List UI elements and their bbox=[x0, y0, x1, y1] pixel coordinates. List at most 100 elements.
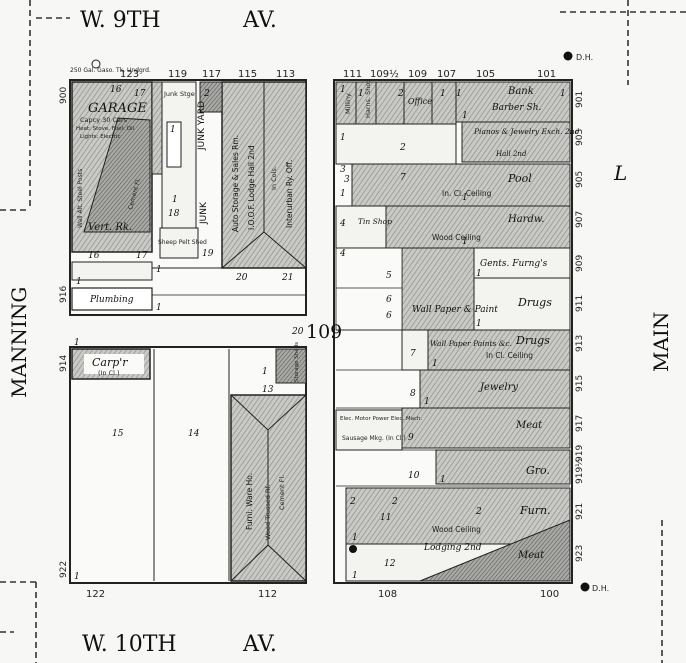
storage-sheds-label: Storage Sheds bbox=[294, 342, 300, 382]
side-number: 919 bbox=[575, 445, 585, 462]
lodging-label: Lodging 2nd bbox=[423, 543, 482, 553]
in-cl-ceiling-label: In. Cl. Ceiling bbox=[442, 189, 492, 198]
lot-number: 13 bbox=[262, 385, 274, 395]
barber-label: Barber Sh. bbox=[491, 103, 541, 113]
north-arrow-mark: L bbox=[613, 161, 627, 185]
lot-number: 16 bbox=[110, 85, 122, 95]
vert-rk-label: Vert. Rk. bbox=[88, 222, 132, 233]
wood-ceiling-label: Wood Ceiling bbox=[432, 233, 481, 242]
pool-label: Pool bbox=[507, 172, 532, 185]
wall-paper-2-label: Wall Paper Paints &c. bbox=[430, 339, 512, 348]
house-number: 113 bbox=[276, 69, 295, 80]
hydrant-label-top: D.H. bbox=[576, 53, 593, 62]
lot-number: 2 bbox=[399, 143, 406, 153]
side-number: 900 bbox=[59, 87, 69, 104]
junk-stge-label: Junk Stge bbox=[163, 90, 195, 98]
lot-number: 19 bbox=[202, 249, 214, 259]
lot-number: 1 bbox=[172, 195, 178, 205]
lot-number: 1 bbox=[170, 125, 176, 135]
garage-lights: Lights: Electric bbox=[80, 134, 121, 140]
lot-number: 1 bbox=[456, 89, 462, 99]
bank-label: Bank bbox=[507, 86, 534, 97]
side-number: 905 bbox=[575, 171, 585, 188]
house-number: 112 bbox=[258, 589, 277, 600]
west-block-south bbox=[69, 346, 307, 584]
in-cl-ceiling-2-label: In Cl. Ceiling bbox=[486, 351, 533, 360]
lot-number: 5 bbox=[386, 271, 392, 281]
lot-number: 1 bbox=[74, 572, 80, 582]
lot-number: 12 bbox=[384, 559, 396, 569]
house-number: 101 bbox=[537, 69, 556, 80]
lot-number: 2 bbox=[475, 507, 482, 517]
side-number: 919½ bbox=[575, 458, 585, 484]
interurban-label: Interurban Ry. Off. bbox=[285, 160, 294, 228]
house-number: 107 bbox=[437, 69, 456, 80]
house-number: 105 bbox=[476, 69, 495, 80]
lot-number: 1 bbox=[424, 397, 430, 407]
lot-number: 7 bbox=[400, 173, 406, 183]
street-bottom: W. 10TH bbox=[82, 632, 177, 657]
cement-fl-label: Cement Fl. bbox=[278, 475, 286, 510]
west-block-north bbox=[69, 79, 307, 316]
auto-storage-label: Auto Storage & Sales Rm. bbox=[231, 135, 240, 232]
garage-wall: Wall Alt. Steel Posts bbox=[77, 169, 84, 228]
lot-number: 1 bbox=[340, 85, 346, 95]
lot-number: 1 bbox=[156, 265, 162, 275]
lot-number: 11 bbox=[380, 513, 391, 523]
house-number: 109½ bbox=[370, 68, 399, 80]
lot-number: 2 bbox=[391, 497, 398, 507]
meat-2-label: Meat bbox=[517, 550, 545, 561]
side-number: 921 bbox=[575, 503, 585, 520]
house-number: 119 bbox=[168, 69, 187, 80]
side-number: 903 bbox=[575, 129, 585, 146]
junk-yard-label: JUNK YARD bbox=[197, 101, 207, 151]
gas-tank-note: 250 Gal. Gaso. Tk. Undgrd. bbox=[70, 67, 151, 74]
lot-number: 17 bbox=[136, 251, 148, 261]
lot-number: 15 bbox=[112, 429, 124, 439]
side-number: 911 bbox=[575, 295, 585, 312]
house-number: 100 bbox=[540, 589, 559, 600]
pianos-label: Pianos & Jewelry Exch. 2nd bbox=[473, 127, 580, 136]
garage-capacity: Capcy 30 Cars bbox=[80, 116, 128, 124]
in-cols-label: In Cols. bbox=[270, 166, 278, 190]
street-bottom-av: AV. bbox=[242, 632, 277, 657]
lot-number: 18 bbox=[168, 209, 180, 219]
street-right: MAIN bbox=[649, 312, 673, 372]
wall-paper-label: Wall Paper & Paint bbox=[412, 305, 498, 315]
lot-number: 1 bbox=[358, 89, 364, 99]
lot-number: 1 bbox=[476, 269, 482, 279]
side-number: 923 bbox=[575, 545, 585, 562]
hydrant-bottom bbox=[580, 582, 590, 592]
lot-number: 1 bbox=[156, 303, 162, 313]
lot-number: 4 bbox=[339, 219, 346, 229]
well-marker bbox=[349, 545, 357, 553]
house-number: 108 bbox=[378, 589, 397, 600]
side-number: 914 bbox=[59, 355, 69, 372]
house-number: 122 bbox=[86, 589, 105, 600]
west-lot-numbers: 16 17 16 17 18 1 1 19 2 20 21 1 1 1 15 1… bbox=[74, 85, 304, 582]
hardw-label: Hardw. bbox=[507, 214, 544, 225]
side-number: 916 bbox=[59, 286, 69, 303]
house-number: 115 bbox=[238, 69, 257, 80]
left-side-numbers: 900 916 914 922 bbox=[59, 87, 69, 578]
lot-number: 1 bbox=[476, 319, 482, 329]
lot-number: 10 bbox=[408, 471, 420, 481]
lot-number: 17 bbox=[134, 89, 146, 99]
harness-label: Harns. Shop bbox=[364, 79, 372, 118]
hydrant-label-bottom: D.H. bbox=[592, 584, 609, 593]
furn-label: Furn. bbox=[519, 504, 551, 517]
lot-number: 1 bbox=[262, 367, 268, 377]
lot-number: 2 bbox=[349, 497, 356, 507]
lot-number: 1 bbox=[462, 237, 468, 247]
lot-number: 1 bbox=[352, 571, 358, 581]
junk-label-2: JUNK bbox=[199, 201, 209, 225]
carpr-note: (In Cl.) bbox=[98, 369, 120, 377]
lot-number: 6 bbox=[386, 311, 392, 321]
side-number: 909 bbox=[575, 255, 585, 272]
tin-shop-label: Tin Shop bbox=[358, 217, 392, 226]
lot-number: 21 bbox=[281, 273, 293, 283]
garage-label: GARAGE bbox=[88, 101, 147, 116]
side-number: 917 bbox=[575, 415, 585, 432]
lot-number: 1 bbox=[352, 533, 358, 543]
